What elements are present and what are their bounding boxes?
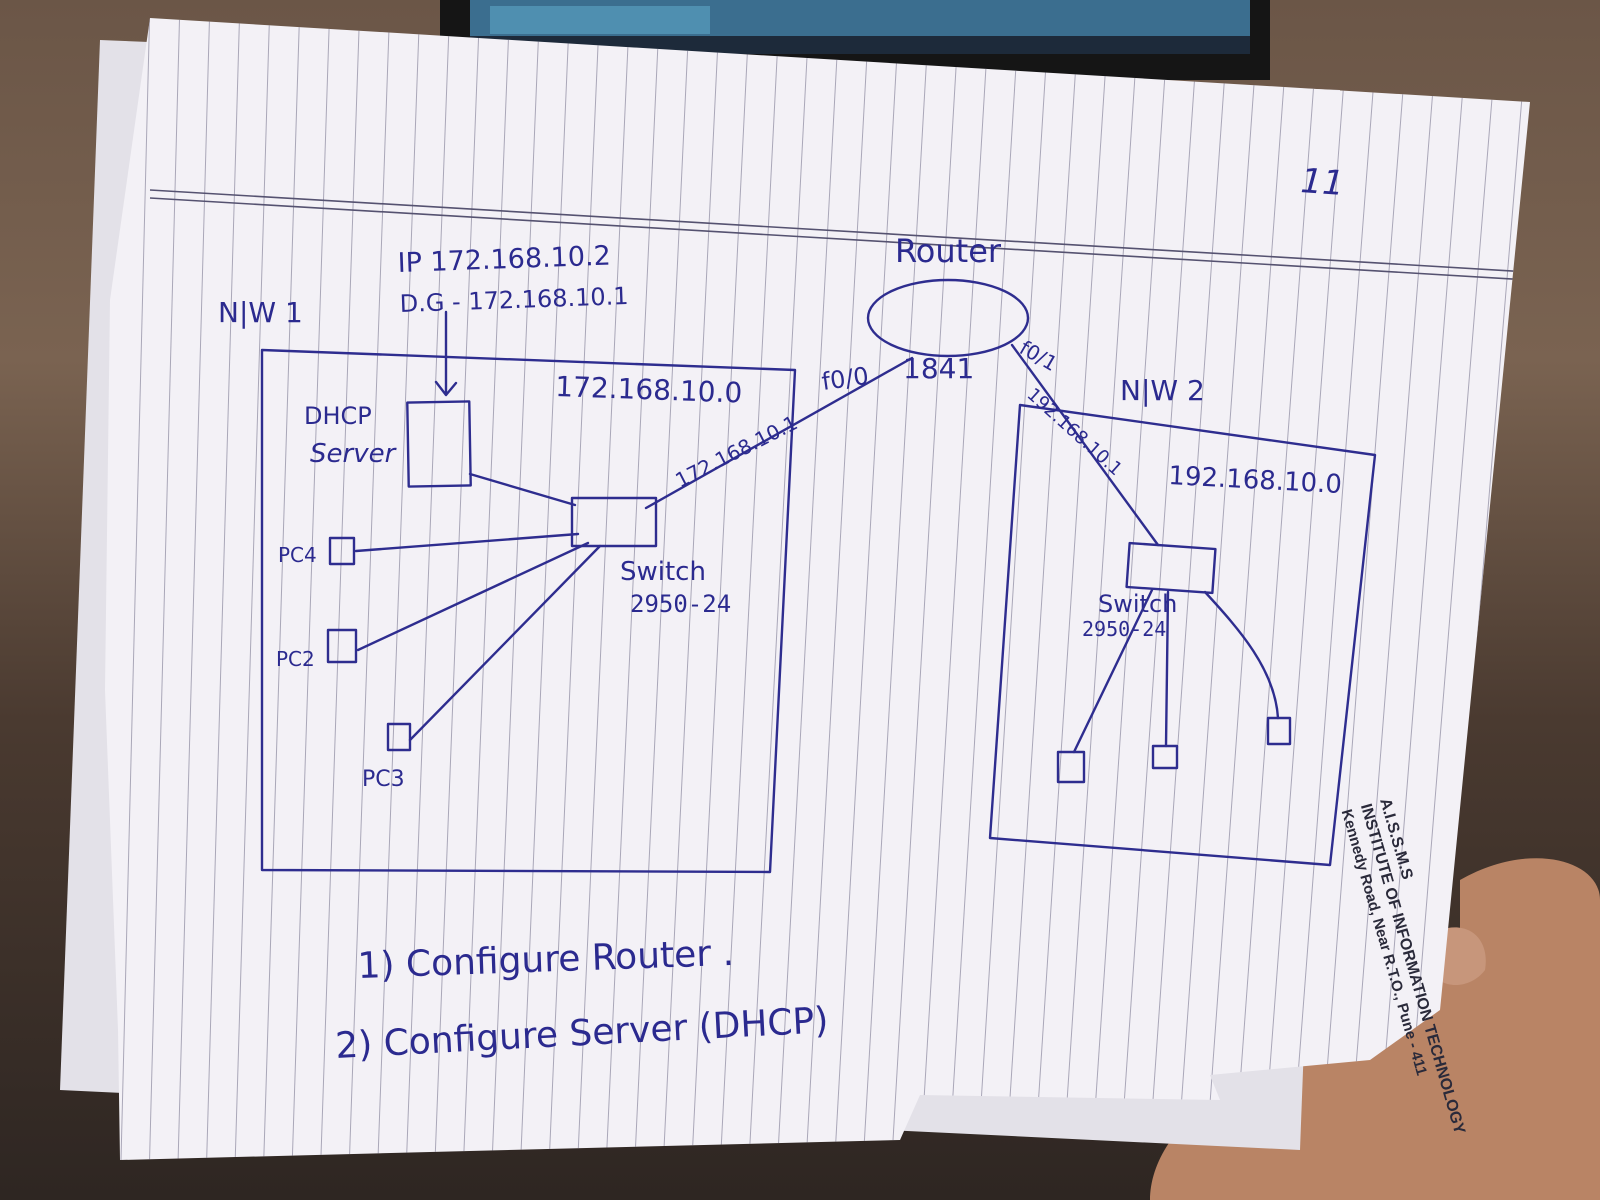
network1-switch-device [570,496,658,548]
rule-line [1373,18,1471,1160]
rule-line [1402,18,1501,1160]
rule-line [746,18,811,1160]
rule-line [233,18,271,1160]
pc4-device [328,536,356,566]
rule-line [1345,18,1441,1160]
link-router-switch2 [1010,343,1160,547]
rule-line [319,18,361,1160]
link-switch2-pc-right [1203,590,1280,720]
rule-line [889,18,961,1160]
page-number: 11 [1299,161,1345,204]
dhcp-server-label-1: DHCP [304,402,372,430]
rule-line [1231,18,1321,1160]
rule-line [689,18,751,1160]
network1-address: 172.168.10.0 [555,370,743,410]
dhcp-server-label-2: Server [310,439,398,469]
rule-line [832,18,901,1160]
router-label: Router [895,232,1002,270]
paper-header-margin [149,189,1530,284]
link-switch2-pc-middle [1164,590,1170,748]
network1-switch-label-2: 2950-24 [630,590,731,618]
rule-line [518,18,571,1160]
rule-line [1145,18,1231,1160]
rule-line [1117,18,1201,1160]
rule-line [718,18,781,1160]
rule-line [917,18,991,1160]
router-model: 1841 [903,352,974,385]
network2-switch-label-1: Switch [1098,590,1177,618]
rule-line [575,18,631,1160]
rule-line [860,18,931,1160]
link-pc2-switch [356,541,590,652]
rule-line [946,18,1021,1160]
rule-line [661,18,721,1160]
rule-line [404,18,451,1160]
router-device [866,278,1030,358]
rule-line [490,18,541,1160]
router-port-left: f0/0 [820,362,871,396]
pc3-device [386,722,412,752]
pc4-label: PC4 [278,543,317,567]
pc3-label: PC3 [362,767,405,792]
link-pc3-switch [408,544,602,742]
rule-line [376,18,421,1160]
rule-line [461,18,511,1160]
rule-line [775,18,841,1160]
rule-line [1031,18,1111,1160]
pc2-label: PC2 [276,647,315,671]
rule-line [1202,18,1291,1160]
rule-line [604,18,661,1160]
link-switch2-pc-left [1072,588,1154,754]
annotation-pointer-arrow [434,310,458,397]
rule-line [119,18,151,1160]
network2-pc-left-device [1056,750,1086,784]
rule-line [1088,18,1171,1160]
rule-line [433,18,481,1160]
rule-line [262,18,301,1160]
network1-switch-label-1: Switch [620,557,706,587]
link-pc4-switch [354,532,580,553]
rule-line [1288,18,1381,1160]
network2-switch-device [1125,541,1217,595]
paper-sheet [105,18,1530,1160]
network1-label: N|W 1 [218,296,303,329]
rule-line [1259,18,1351,1160]
rule-line [347,18,391,1160]
rule-line [803,18,871,1160]
rule-line [1316,18,1411,1160]
rule-line [974,18,1051,1160]
rule-line [547,18,601,1160]
paper-rule-lines [119,18,1530,1160]
network2-switch-label-2: 2950-24 [1082,617,1166,641]
dhcp-ip-annotation: IP 172.168.10.2 [397,241,611,279]
rule-line [632,18,691,1160]
link-dhcp-switch [468,472,577,507]
network2-boundary [988,403,1377,867]
rule-line [1003,18,1081,1160]
rule-line [1174,18,1261,1160]
network2-label: N|W 2 [1120,374,1205,407]
network1-boundary [260,348,797,874]
dhcp-server-device [406,400,472,488]
rule-line [1060,18,1141,1160]
rule-line [205,18,241,1160]
pc2-device [326,628,358,664]
link-switch1-router [644,356,914,510]
rule-line [176,18,211,1160]
